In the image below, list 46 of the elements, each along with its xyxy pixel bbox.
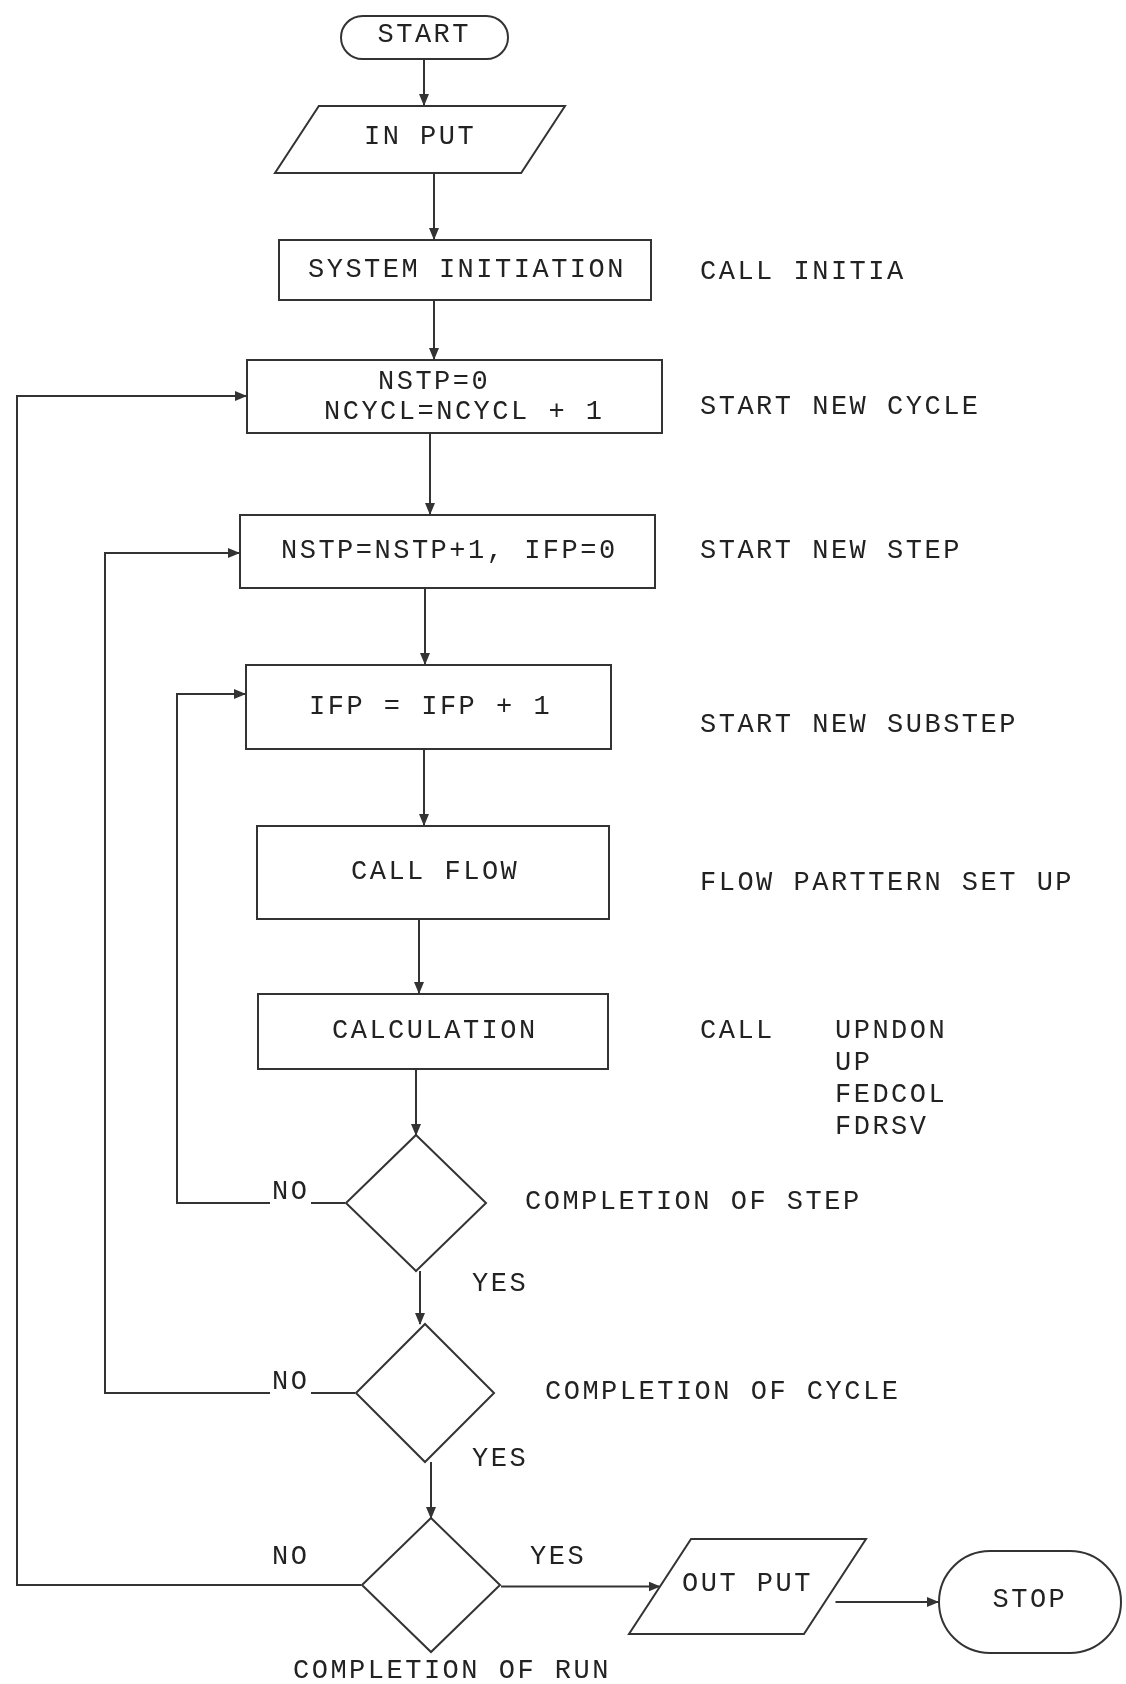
flow-arrow [426, 1461, 436, 1519]
process-box [256, 825, 610, 920]
process-box [257, 993, 609, 1070]
flow-arrow [419, 59, 429, 106]
node-text: CALL FLOW [351, 859, 520, 886]
node-text: NSTP=0 [378, 369, 491, 396]
annotation-text: UPNDON [835, 1018, 948, 1045]
annotation-text: FDRSV [835, 1114, 929, 1141]
decision-label: COMPLETION OF STEP [525, 1189, 862, 1216]
process-box [245, 664, 612, 750]
process-box [246, 359, 663, 434]
annotation-text: FLOW PARTTERN SET UP [700, 870, 1075, 897]
annotation-text: CALL [700, 1018, 775, 1045]
decision-label: COMPLETION OF RUN [293, 1658, 611, 1684]
annotation-text: CALL INITIA [700, 259, 906, 286]
flow-arrow [411, 1069, 421, 1136]
process-box [239, 514, 656, 589]
node-text: IFP = IFP + 1 [309, 693, 553, 721]
node-text: START [377, 22, 471, 49]
node-text: NSTP=NSTP+1, IFP=0 [281, 538, 618, 565]
node-text: SYSTEM INITIATION [308, 256, 626, 284]
node-text: OUT PUT [682, 1571, 813, 1598]
annotation-text: START NEW CYCLE [700, 394, 981, 421]
flow-arrow [104, 548, 356, 1394]
annotation-text: START NEW STEP [700, 538, 962, 565]
flow-arrow [419, 749, 429, 826]
flow-arrow [834, 1597, 939, 1607]
process-box [278, 239, 652, 301]
annotation-text: START NEW SUBSTEP [700, 712, 1018, 739]
node-text: IN PUT [364, 124, 477, 151]
flow-arrow [16, 391, 362, 1586]
node-text: STOP [992, 1586, 1068, 1614]
flow-arrow [415, 1270, 425, 1325]
flow-arrow [425, 433, 435, 515]
flow-arrow [429, 173, 439, 240]
flow-arrow [414, 919, 424, 994]
node-text: CALCULATION [332, 1018, 538, 1045]
annotation-text: FEDCOL [835, 1082, 948, 1109]
edge-label: NO [270, 1178, 312, 1207]
node-text: NCYCL=NCYCL + 1 [324, 399, 605, 426]
flow-arrow [176, 689, 346, 1204]
decision-label: COMPLETION OF CYCLE [545, 1379, 901, 1406]
flow-arrow [420, 588, 430, 665]
annotation-text: UP [835, 1050, 873, 1077]
flow-arrow [429, 300, 439, 360]
edge-label: NO [270, 1368, 312, 1397]
